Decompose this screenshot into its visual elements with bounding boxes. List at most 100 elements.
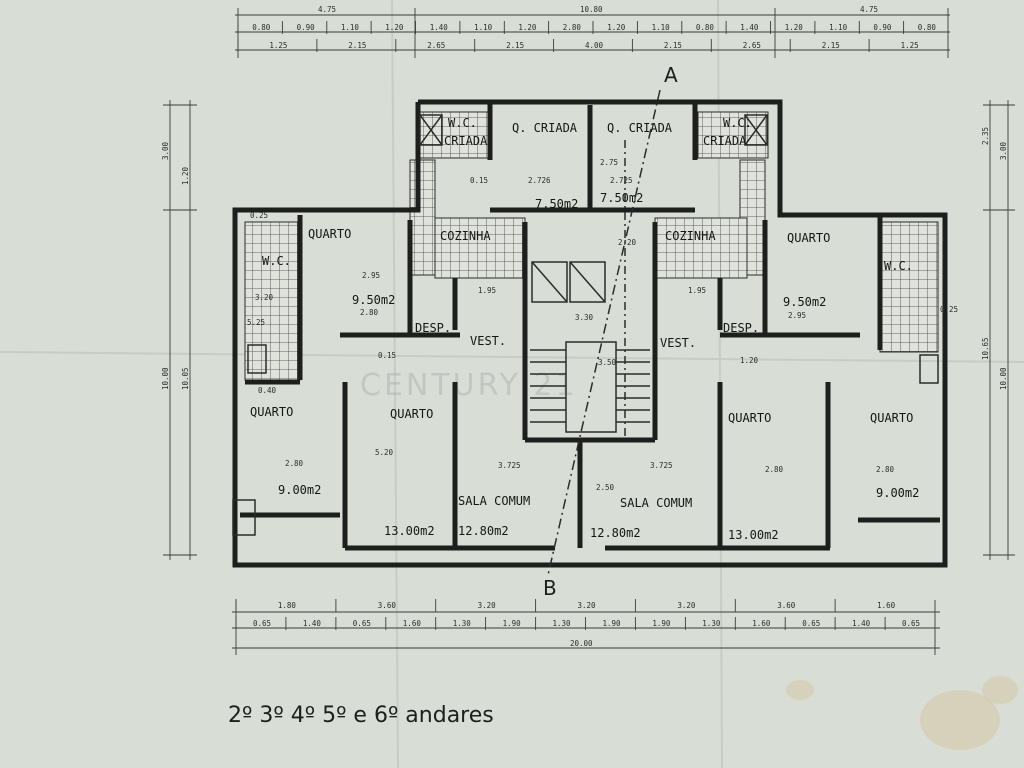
room-label-wc-criada-left-2: CRIADA (444, 134, 488, 148)
room-label-wc-right: W.C. (884, 259, 913, 273)
dim-inner-12: 2.80 (765, 465, 784, 474)
dim-inner-8: 3.50 (598, 358, 617, 367)
dim-bot-row2-1: 1.40 (303, 619, 322, 628)
dim-left-2: 1.20 (181, 166, 190, 185)
dim-top-row1-9: 1.10 (652, 23, 671, 32)
dim-bot-row1-2: 3.20 (478, 601, 497, 610)
dim-top-row1-7: 2.80 (563, 23, 582, 32)
dim-bot-row2-11: 0.65 (802, 619, 820, 628)
room-label-vest-left: VEST. (470, 334, 506, 348)
dim-bot-row2-3: 1.60 (403, 619, 422, 628)
dim-bot-row2-7: 1.90 (603, 619, 622, 628)
dim-top-row2-3: 2.15 (506, 41, 524, 50)
dim-right-3: 10.65 (981, 337, 990, 360)
room-label-desp-left: DESP. (415, 321, 451, 335)
dim-top-left: 4.75 (318, 5, 336, 14)
dim-right-2: 3.00 (999, 141, 1008, 160)
dim-top-row2-7: 2.15 (822, 41, 840, 50)
area-quarto-br1: 13.00m2 (728, 528, 779, 542)
dim-bot-row1-0: 1.80 (278, 601, 297, 610)
dim-top-row1-11: 1.40 (740, 23, 759, 32)
dim-top-row1-8: 1.20 (607, 23, 626, 32)
dim-inner-21: 0.25 (250, 211, 268, 220)
dim-inner-22: 0.40 (258, 386, 277, 395)
dim-left-4: 10.05 (181, 367, 190, 390)
section-mark-b: B (543, 576, 557, 600)
dim-inner-13: 2.80 (876, 465, 895, 474)
dim-top-row1-1: 0.90 (297, 23, 316, 32)
dim-top-row1-15: 0.80 (918, 23, 937, 32)
dim-right-1: 2.35 (981, 127, 990, 145)
dim-inner-6: 1.95 (688, 286, 706, 295)
dim-bot-row2-6: 1.30 (553, 619, 572, 628)
area-q-criada-right: 7.50m2 (600, 191, 643, 205)
room-label-sala-right: SALA COMUM (620, 496, 692, 510)
area-sala-right: 12.80m2 (590, 526, 641, 540)
room-label-sala-left: SALA COMUM (458, 494, 530, 508)
dim-bot-row2-12: 1.40 (852, 619, 871, 628)
walls (232, 99, 948, 568)
dim-top-row1-3: 1.20 (385, 23, 404, 32)
dim-top-row2-4: 4.00 (585, 41, 604, 50)
side-dimension-lines (163, 100, 1015, 560)
dim-left-3: 10.00 (161, 367, 170, 390)
dim-bot-row2-9: 1.30 (702, 619, 721, 628)
section-mark-a: A (664, 63, 678, 87)
dim-top-row1-10: 0.80 (696, 23, 715, 32)
dim-top-row1-14: 0.90 (873, 23, 892, 32)
dim-top-row1-12: 1.20 (785, 23, 804, 32)
dim-top-row1-2: 1.10 (341, 23, 360, 32)
dim-left-1: 3.00 (161, 141, 170, 160)
dim-inner-23: 0.15 (378, 351, 396, 360)
dim-bot-row2-10: 1.60 (752, 619, 771, 628)
dim-top-row2-2: 2.65 (427, 41, 445, 50)
room-label-quarto-bl1: QUARTO (250, 405, 293, 419)
floors-caption: 2º 3º 4º 5º e 6º andares (228, 703, 494, 728)
area-quarto-br2: 9.00m2 (876, 486, 919, 500)
area-quarto-bl2: 13.00m2 (384, 524, 435, 538)
bottom-dimension-lines (232, 600, 940, 655)
dim-inner-24: 1.20 (740, 356, 759, 365)
dim-top-row1-13: 1.10 (829, 23, 848, 32)
room-label-wc-criada-left: W.C. (448, 116, 477, 130)
area-quarto-top-left: 9.50m2 (352, 293, 395, 307)
dim-inner-15: 2.95 (788, 311, 806, 320)
room-label-vest-right: VEST. (660, 336, 696, 350)
dim-inner-16: 2.95 (362, 271, 380, 280)
area-quarto-top-right: 9.50m2 (783, 295, 826, 309)
dim-inner-20: 5.25 (247, 318, 265, 327)
dim-inner-0: 2.726 (528, 176, 551, 185)
dim-bot-row2-4: 1.30 (453, 619, 472, 628)
dim-top-row1-4: 1.40 (430, 23, 449, 32)
room-label-cozinha-left: COZINHA (440, 229, 491, 243)
dim-bot-row2-2: 0.65 (353, 619, 371, 628)
dim-inner-11: 2.80 (285, 459, 304, 468)
room-label-wc-left: W.C. (262, 254, 291, 268)
dim-bottom-total: 20.00 (570, 639, 593, 648)
room-label-desp-right: DESP. (723, 321, 759, 335)
dim-top-row2-6: 2.65 (743, 41, 761, 50)
dim-top-mid: 10.80 (580, 5, 603, 14)
dim-bot-row1-4: 3.20 (677, 601, 696, 610)
room-label-wc-criada-right: W.C. (723, 116, 752, 130)
dim-bot-row2-13: 0.65 (902, 619, 920, 628)
room-label-q-criada-left: Q. CRIADA (512, 121, 578, 135)
room-label-cozinha-right: COZINHA (665, 229, 716, 243)
dim-top-row1-6: 1.20 (518, 23, 537, 32)
dim-bot-row2-5: 1.90 (503, 619, 522, 628)
dim-top-right: 4.75 (860, 5, 878, 14)
room-label-wc-criada-right-2: CRIADA (703, 134, 747, 148)
paper-stains (786, 676, 1018, 750)
dim-bot-row2-8: 1.90 (652, 619, 671, 628)
dim-bot-row1-3: 3.20 (578, 601, 597, 610)
room-label-quarto-bl2: QUARTO (390, 407, 433, 421)
top-dimension-lines (235, 8, 950, 58)
dim-bot-row1-1: 3.60 (378, 601, 397, 610)
dim-top-row2-5: 2.15 (664, 41, 682, 50)
room-label-q-criada-right: Q. CRIADA (607, 121, 673, 135)
dim-inner-25: 0.25 (940, 305, 958, 314)
dim-top-row2-1: 2.15 (348, 41, 366, 50)
room-label-quarto-top-left: QUARTO (308, 227, 351, 241)
